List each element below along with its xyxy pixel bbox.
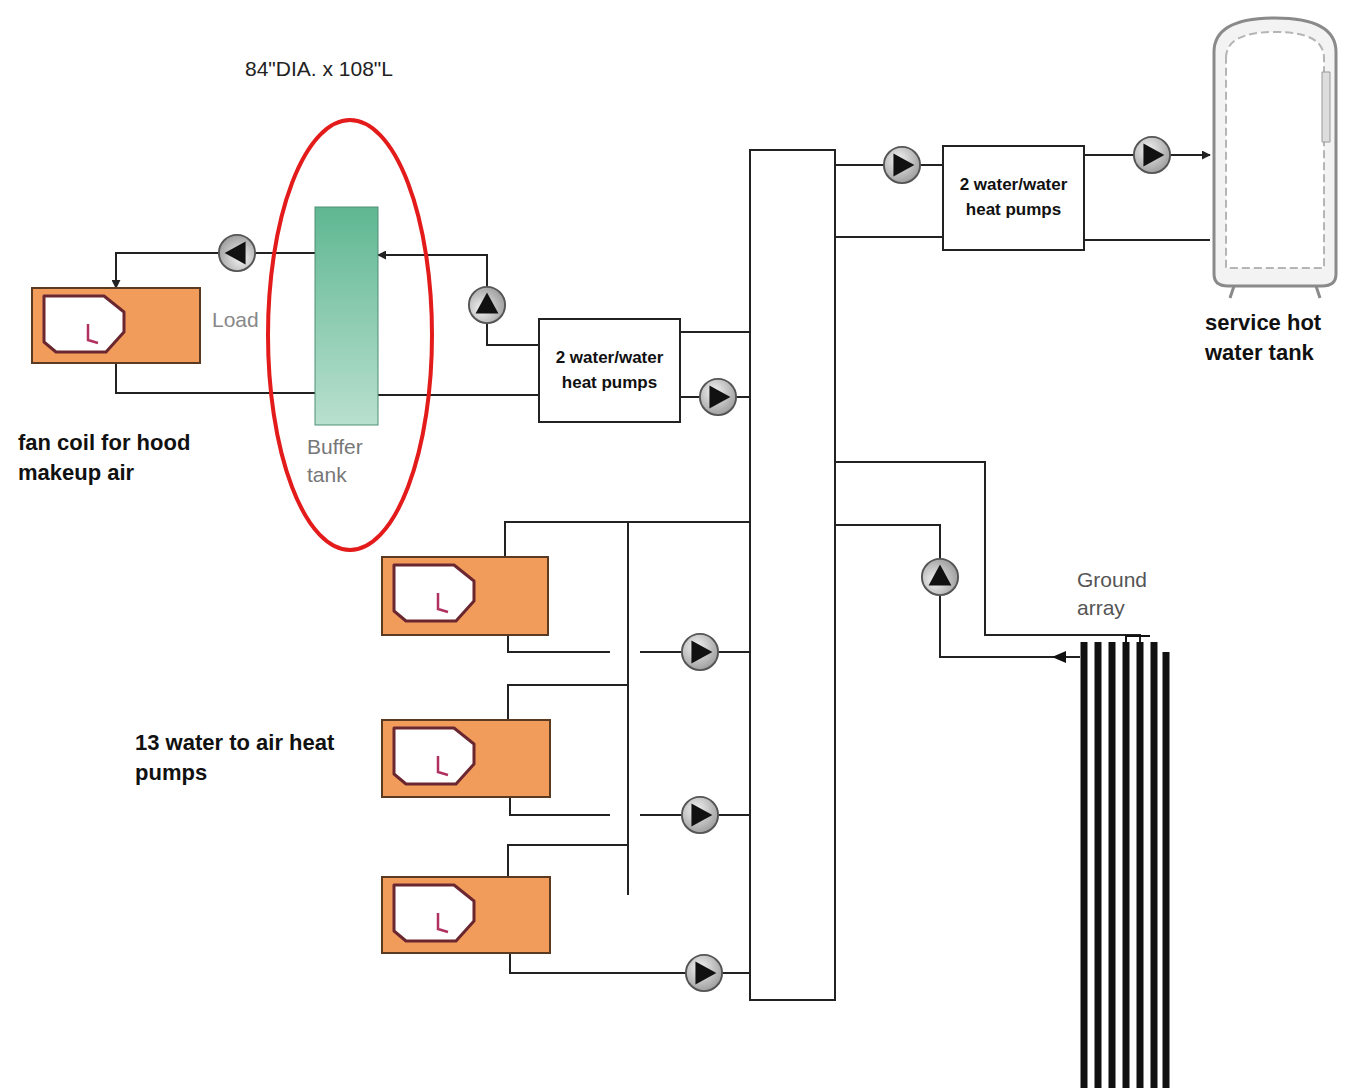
load-label: Load <box>212 306 292 334</box>
water-water-heat-pump-box: 2 water/water heat pumps <box>942 145 1085 251</box>
dimension-label: 84"DIA. x 108"L <box>245 55 505 83</box>
ground-loop-top <box>1126 636 1150 642</box>
buffer-tank: Buffer tank <box>315 207 378 425</box>
pump-symbol <box>219 137 1170 991</box>
node-text: 2 water/water heat pumps <box>942 165 1085 230</box>
service-hot-water-tank: service hot water tank <box>1200 12 1350 294</box>
header-pipe <box>750 150 835 1000</box>
group-label: 13 water to air heat pumps <box>135 728 340 787</box>
hp-shape <box>538 318 681 423</box>
node-text: 2 water/water heat pumps <box>538 338 681 403</box>
water-to-air-heat-pump <box>382 877 550 953</box>
pipe-connector <box>116 253 315 288</box>
pipe-connector <box>378 255 538 345</box>
flow-arrow <box>1052 651 1066 663</box>
node-text: service hot water tank <box>1205 308 1357 367</box>
tank-shape <box>315 207 378 425</box>
pipe-connector <box>1085 239 1210 241</box>
fan-coil: fan coil for hood makeup air <box>32 288 200 363</box>
node-text: Buffer tank <box>307 433 399 490</box>
pipe-connector <box>116 363 315 393</box>
water-water-heat-pump-box: 2 water/water heat pumps <box>538 318 681 423</box>
node-text: fan coil for hood makeup air <box>18 428 268 487</box>
shw-shape <box>1200 12 1350 294</box>
ground-array-label: Ground array <box>1077 566 1172 623</box>
pipe-connector <box>378 394 538 396</box>
water-to-air-heat-pump <box>382 720 550 797</box>
hp-shape <box>942 145 1085 251</box>
ground-array-boreholes <box>1084 642 1166 1088</box>
pipes <box>505 150 1140 1000</box>
highlight-ellipse <box>268 120 432 550</box>
water-to-air-heat-pump <box>382 557 548 635</box>
coil-shape <box>32 288 200 363</box>
